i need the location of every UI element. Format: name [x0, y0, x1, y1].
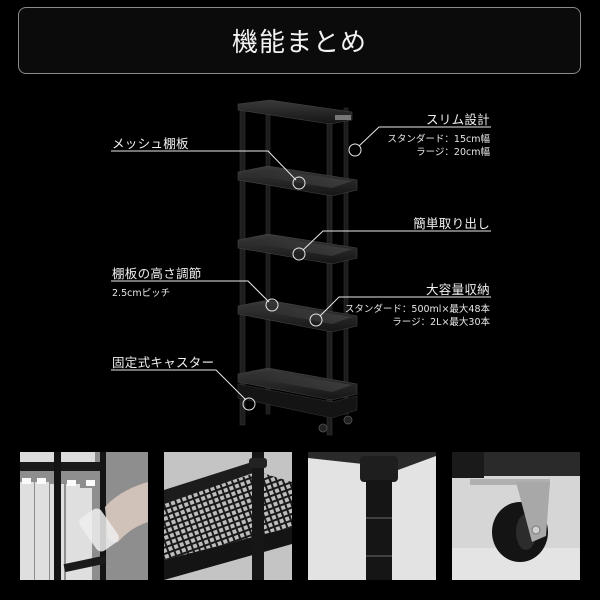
page-title: 機能まとめ	[231, 28, 367, 58]
mesh-shelf-label: メッシュ棚板	[112, 136, 189, 151]
rack-illustration	[111, 99, 491, 436]
shelf-height-sub: 2.5cmピッチ	[112, 288, 171, 299]
shelf-3	[237, 299, 358, 333]
photo-strip	[0, 452, 600, 580]
caster-photo	[452, 452, 580, 580]
capacity-label: 大容量収納	[425, 282, 490, 297]
shelf-1	[237, 165, 358, 197]
capacity-large-spec: ラージ：2L×最大30本	[392, 317, 490, 328]
slim-design-label: スリム設計	[425, 112, 490, 127]
capacity-standard-spec: スタンダード：500ml×最大48本	[344, 304, 490, 315]
slim-standard-spec: スタンダード：15cm幅	[387, 134, 490, 145]
mesh-shelf-photo	[164, 452, 292, 580]
shelf-height-label: 棚板の高さ調節	[112, 266, 202, 281]
title-banner: 機能まとめ	[18, 7, 581, 74]
bottles-photo	[20, 452, 148, 580]
slim-large-spec: ラージ：20cm幅	[416, 147, 490, 158]
feature-diagram: メッシュ棚板 棚板の高さ調節 2.5cmピッチ 固定式キャスター スリム設計 ス…	[111, 99, 491, 436]
shelf-4	[237, 367, 358, 419]
shelf-2	[237, 233, 358, 265]
easy-access-label: 簡単取り出し	[413, 216, 490, 231]
fixed-caster-label: 固定式キャスター	[112, 355, 215, 370]
pole-photo	[308, 452, 436, 580]
